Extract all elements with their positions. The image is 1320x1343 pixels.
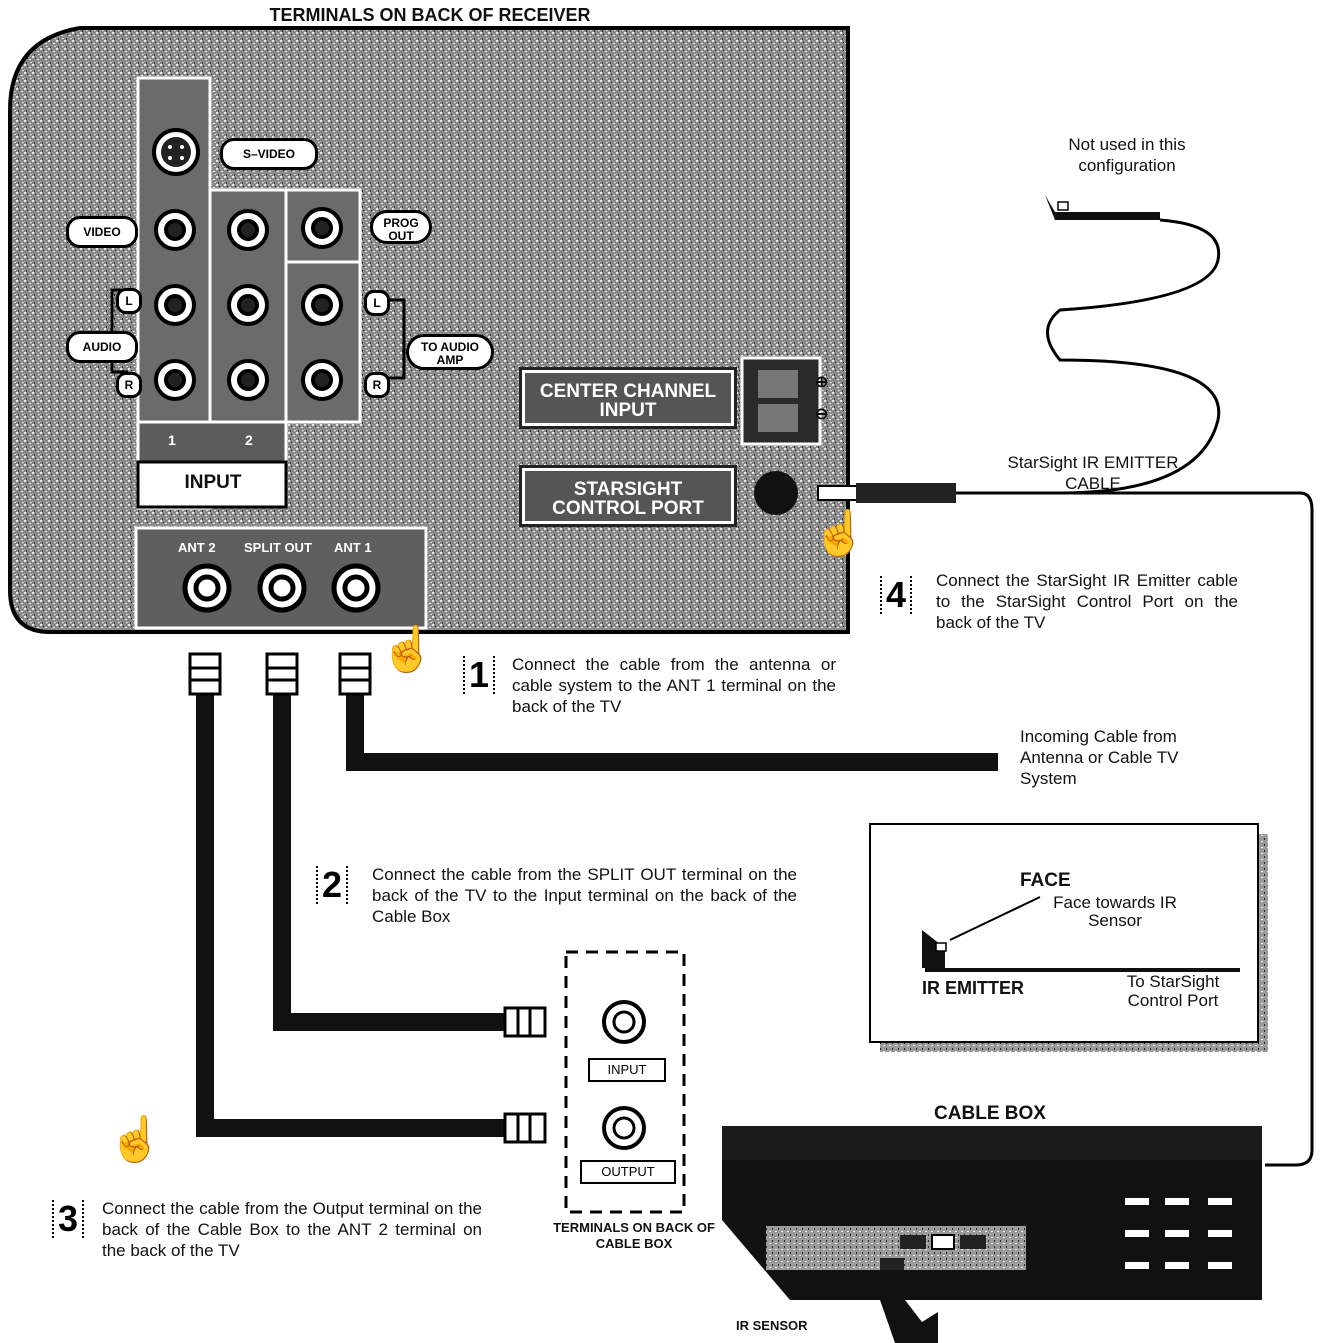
- audio-r-label: R: [116, 372, 142, 398]
- audio-label: AUDIO: [66, 331, 138, 363]
- emitter-cable-label: StarSight IR EMITTER CABLE: [1007, 453, 1179, 493]
- step-2-number: 2: [316, 866, 349, 904]
- pointing-hand-icon: ☝: [380, 625, 435, 674]
- inset-panel: [869, 823, 1268, 1052]
- s-video-label: S–VIDEO: [220, 138, 318, 170]
- step-1-number: 1: [463, 656, 496, 694]
- face-label: FACE: [1020, 870, 1071, 891]
- minus-terminal-label: ⊖: [815, 406, 829, 423]
- coax-cables: [196, 690, 998, 1137]
- ir-emitter-label: IR EMITTER: [922, 978, 1024, 998]
- amp-l-label: L: [364, 290, 390, 316]
- step-3-text: Connect the cable from the Output termin…: [102, 1199, 482, 1260]
- starsight-control-port-label: STARSIGHT CONTROL PORT: [519, 465, 737, 527]
- rca-jack-icon: [154, 207, 343, 401]
- cable-box-terminals-title: TERMINALS ON BACK OF CABLE BOX: [553, 1220, 715, 1251]
- audio-l-label: L: [116, 288, 142, 314]
- step-4-text: Connect the StarSight IR Emitter cable t…: [936, 571, 1238, 632]
- s-video-jack-icon: [152, 128, 200, 176]
- step-2-text: Connect the cable from the SPLIT OUT ter…: [372, 865, 797, 926]
- incoming-cable-note: Incoming Cable from Antenna or Cable TV …: [1020, 727, 1179, 788]
- input-col-1-label: 1: [168, 432, 176, 448]
- step-1-text: Connect the cable from the antenna or ca…: [512, 655, 836, 716]
- center-channel-input-label: CENTER CHANNEL INPUT: [519, 367, 737, 429]
- f-connector-icon: [188, 652, 547, 1144]
- face-towards-label: Face towards IR Sensor: [1053, 893, 1177, 930]
- video-label: VIDEO: [66, 216, 138, 248]
- cable-box-input-label: INPUT: [588, 1058, 666, 1082]
- cable-box: [722, 1126, 1262, 1343]
- to-audio-amp-label: TO AUDIO AMP: [406, 334, 494, 370]
- ant2-label: ANT 2: [178, 540, 216, 555]
- prog-out-label: PROG OUT: [370, 210, 432, 244]
- split-out-label: SPLIT OUT: [244, 540, 312, 555]
- step-3-number: 3: [52, 1200, 85, 1238]
- pointing-hand-icon: ☝: [812, 509, 867, 558]
- f-connector-icon: [182, 563, 381, 613]
- ant1-label: ANT 1: [334, 540, 372, 555]
- step-4-number: 4: [880, 576, 913, 614]
- plus-terminal-label: ⊕: [815, 374, 829, 391]
- to-port-label: To StarSight Control Port: [1126, 972, 1220, 1010]
- cable-box-terminals-panel: [564, 950, 686, 1214]
- cable-box-output-label: OUTPUT: [580, 1160, 676, 1184]
- cable-box-title: CABLE BOX: [934, 1103, 1046, 1124]
- ir-sensor-label: IR SENSOR: [736, 1318, 808, 1333]
- receiver-title: TERMINALS ON BACK OF RECEIVER: [269, 5, 591, 25]
- not-used-note: Not used in this configuration: [1068, 135, 1186, 175]
- pointing-hand-icon: ☝: [108, 1115, 163, 1164]
- starsight-port-jack: [754, 471, 798, 515]
- input-label: INPUT: [184, 472, 242, 493]
- amp-r-label: R: [364, 372, 390, 398]
- input-col-2-label: 2: [245, 432, 253, 448]
- emitter-cable: [956, 218, 1221, 495]
